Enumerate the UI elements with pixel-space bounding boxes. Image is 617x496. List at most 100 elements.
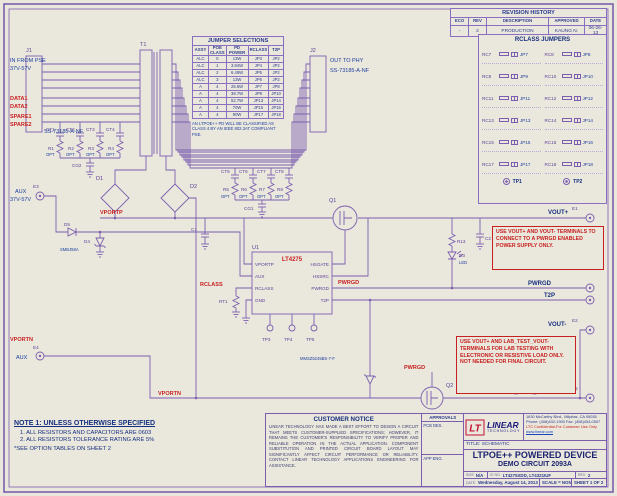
label-ct3: CT3 [86, 127, 95, 132]
label-t1: T1 [140, 42, 146, 48]
drawing-subtitle: DEMO CIRCUIT 2093A [498, 460, 572, 468]
table-cell: ALC [192, 55, 209, 63]
company-address: 1630 McCarthy Blvd., Milpitas, CA 95035 … [524, 414, 606, 440]
jumper-header-icon [511, 95, 518, 101]
rev-value: 2 [587, 472, 591, 478]
table-cell: 3.84W [225, 62, 249, 70]
label-opt: OPT [257, 194, 266, 199]
jumper-label: JP18 [582, 161, 593, 167]
table-cell: 13W [225, 76, 249, 84]
table-cell: JP18 [268, 111, 284, 119]
jumper-label: JP12 [582, 95, 593, 101]
table-cell: - [450, 24, 469, 38]
jumper-label: JP10 [582, 73, 593, 79]
label-j1: J1 [26, 48, 32, 54]
jumper-label: JP8 [582, 51, 591, 57]
testpoint-icon [288, 324, 296, 332]
label-c2: C2 [485, 236, 491, 241]
label-r5: R5 [223, 187, 229, 192]
table-cell: 4 [208, 83, 227, 91]
label-ct4: CT4 [106, 127, 115, 132]
resistor-icon [561, 140, 572, 144]
rclass-resistor-label: RC10 [544, 73, 557, 79]
notes-footnote: *SEE OPTION TABLES ON SHEET 2 [14, 446, 111, 452]
table-cell: JP4 [247, 62, 270, 70]
label-vportn: VPORTN [158, 391, 181, 397]
resistor-icon [499, 140, 509, 144]
transformer-winding-icon [139, 49, 153, 157]
table-cell: 52.7W [225, 97, 249, 105]
jumper-header-icon [573, 139, 581, 145]
table-cell: JP5 [247, 69, 270, 77]
table-cell: JP6 [247, 76, 270, 84]
rclass-resistor-label: RC18 [544, 161, 557, 167]
label-j2: J2 [310, 48, 316, 54]
label-data2: DATA2 [10, 104, 28, 110]
table-cell: JP15 [247, 104, 270, 112]
table-cell: JP2 [268, 55, 284, 63]
label-r1: R1 [48, 146, 54, 151]
zener-d4-icon [95, 237, 105, 248]
label-hssrc: HSSRC [313, 274, 330, 279]
rclass-resistor-label: RC9 [482, 73, 492, 79]
resistor-icon [499, 96, 509, 100]
label-opt: OPT [46, 152, 55, 157]
testpoint-icon [266, 324, 274, 332]
linear-technology-logo: LT LINEAR TECHNOLOGY [464, 414, 524, 440]
jumper-label: JP7 [520, 51, 528, 57]
label-opt: OPT [239, 194, 248, 199]
ic-no-value: LT4275XDD, LT4321IUF [502, 472, 552, 478]
approvals-row-app-eng: APP ENG. [423, 455, 443, 461]
rclass-resistor-label: RC13 [482, 117, 494, 123]
testpoint-icon [502, 178, 510, 185]
table-cell: 4 [208, 97, 227, 105]
resistor-icon [561, 162, 572, 166]
label-vportp: VPORTP [100, 210, 123, 216]
jumper-label: JP9 [520, 73, 528, 79]
notes-block: NOTE 1: UNLESS OTHERWISE SPECIFIED 1. AL… [14, 420, 194, 452]
notes-title: NOTE 1: UNLESS OTHERWISE SPECIFIED [14, 420, 156, 427]
table-header-cell: DESCRIPTION [486, 17, 549, 26]
label-in-from-pse: IN FROM PSE [10, 58, 46, 64]
rclass-resistor-label: RC15 [482, 139, 494, 145]
table-cell: 13W [225, 55, 249, 63]
label-37v-57v: 37V-57V [10, 66, 31, 72]
label-t2p: T2P [321, 298, 329, 303]
warning-lab-test: USE VOUT+ AND LAB_TEST_VOUT- TERMINALS F… [456, 336, 576, 394]
label-aux: AUX [15, 189, 27, 195]
label-ct2: CT2 [66, 127, 75, 132]
label-q1: Q1 [329, 198, 336, 204]
size-label: SIZE [466, 473, 474, 477]
label-d5: D5 [64, 222, 70, 227]
resistor-icon [561, 118, 572, 122]
table-cell: JP2 [268, 62, 284, 70]
resistor-icon [499, 118, 509, 122]
website-link[interactable]: www.linear.com [526, 428, 554, 434]
transformer-winding-icon [159, 49, 173, 157]
t2p-terminal-icon [585, 295, 595, 305]
label-e2: E2 [572, 318, 578, 323]
label-spare1: SPARE1 [10, 114, 32, 120]
company-name-technology: TECHNOLOGY [487, 429, 521, 434]
table-cell: 38.7W [225, 90, 249, 98]
label-opt: OPT [221, 194, 230, 199]
table-cell: A [192, 97, 209, 105]
label-r2: R2 [68, 146, 74, 151]
ic-no-label: IC NO. [490, 473, 501, 477]
lt-logo-icon: LT [465, 419, 485, 435]
label-vportn: VPORTN [10, 337, 33, 343]
label-ct7: CT7 [257, 169, 266, 174]
